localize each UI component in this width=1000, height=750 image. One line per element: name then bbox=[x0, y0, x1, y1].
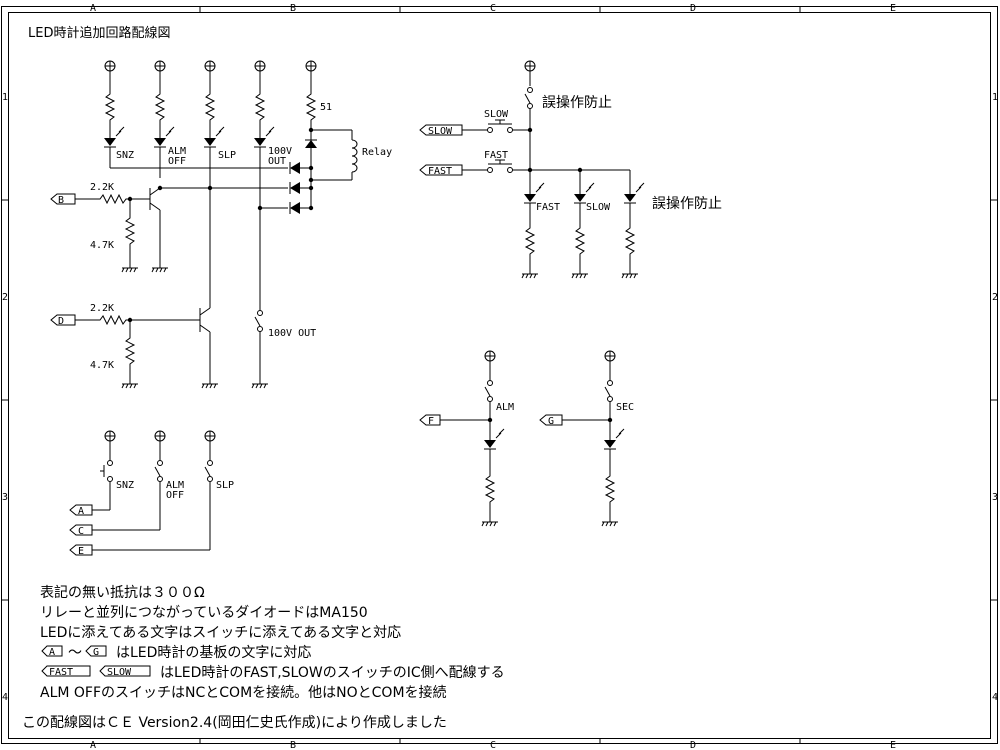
sw-snz-label: SNZ bbox=[116, 480, 134, 491]
r47k-2-label: 4.7K bbox=[90, 360, 114, 371]
row-1-right: 1 bbox=[992, 92, 998, 103]
row-4-left: 4 bbox=[2, 692, 8, 703]
svg-text:G: G bbox=[548, 416, 554, 427]
led-slp-label: SLP bbox=[218, 150, 236, 161]
svg-text:～: ～ bbox=[68, 645, 82, 661]
col-d-bottom: D bbox=[690, 740, 696, 750]
led-slow-label: SLOW bbox=[586, 202, 611, 213]
note-3: LEDに添えてある文字はスイッチに添えてある文字と対応 bbox=[40, 625, 401, 641]
svg-text:FAST: FAST bbox=[49, 667, 73, 678]
sw-fast-label: FAST bbox=[484, 150, 508, 161]
svg-text:A: A bbox=[49, 647, 55, 658]
svg-text:SLOW: SLOW bbox=[107, 667, 132, 678]
col-e-top: E bbox=[890, 3, 896, 14]
svg-text:F: F bbox=[428, 416, 434, 427]
row-3-right: 3 bbox=[992, 492, 998, 503]
connector-d: D bbox=[50, 314, 76, 327]
row-1-left: 1 bbox=[2, 92, 8, 103]
frame-inner bbox=[8, 12, 991, 739]
connector-f: F bbox=[419, 414, 441, 427]
svg-text:C: C bbox=[78, 526, 84, 537]
guard-label-2: 誤操作防止 bbox=[652, 196, 722, 212]
connector-b: B bbox=[50, 193, 76, 206]
led-fast-label: FAST bbox=[536, 202, 560, 213]
connector-a: A bbox=[69, 504, 93, 517]
note-1: 表記の無い抵抗は３００Ω bbox=[40, 584, 205, 601]
led-snz-label: SNZ bbox=[116, 150, 134, 161]
led-off-label: OFF bbox=[168, 156, 186, 167]
sw-alm-label: ALM bbox=[166, 480, 184, 491]
col-a-top: A bbox=[90, 3, 96, 14]
note-2: リレーと並列につながっているダイオードはMA150 bbox=[40, 605, 368, 621]
col-c-top: C bbox=[490, 3, 496, 14]
alm-label: ALM bbox=[496, 402, 514, 413]
r22k-2-label: 2.2K bbox=[90, 303, 114, 314]
led-out-label: OUT bbox=[268, 156, 286, 167]
footer-note: この配線図はＣＥ Version2.4(岡田仁史氏作成)により作成しました bbox=[22, 715, 447, 731]
svg-text:はLED時計の基板の文字に対応: はLED時計の基板の文字に対応 bbox=[116, 644, 311, 661]
svg-text:G: G bbox=[93, 647, 99, 658]
border-ticks bbox=[1, 6, 998, 744]
connector-g: G bbox=[539, 414, 563, 427]
note-5: FAST SLOW はLED時計のFAST,SLOWのスイッチのIC側へ配線する bbox=[41, 665, 505, 681]
led-alm-label: ALM bbox=[168, 146, 186, 157]
svg-text:SLOW: SLOW bbox=[428, 126, 453, 137]
svg-text:はLED時計のFAST,SLOWのスイッチのIC側へ配線する: はLED時計のFAST,SLOWのスイッチのIC側へ配線する bbox=[160, 665, 505, 681]
r47k-1-label: 4.7K bbox=[90, 240, 114, 251]
connector-fast: FAST bbox=[419, 164, 463, 177]
connector-slow: SLOW bbox=[419, 124, 463, 137]
relay-label: Relay bbox=[362, 147, 392, 158]
svg-text:A: A bbox=[78, 506, 84, 517]
note-4: A ～ G はLED時計の基板の文字に対応 bbox=[41, 644, 311, 661]
frame-outer bbox=[1, 6, 998, 744]
note-6: ALM OFFのスイッチはNCとCOMを接続。他はNOとCOMを接続 bbox=[40, 684, 447, 701]
svg-text:B: B bbox=[58, 195, 64, 206]
sw-off-label: OFF bbox=[166, 490, 184, 501]
col-e-bottom: E bbox=[890, 740, 896, 750]
row-2-left: 2 bbox=[2, 292, 8, 303]
col-b-top: B bbox=[290, 3, 296, 14]
col-d-top: D bbox=[690, 3, 696, 14]
guard-label-1: 誤操作防止 bbox=[542, 95, 612, 111]
row-2-right: 2 bbox=[992, 292, 998, 303]
alm-sec-circuit bbox=[440, 350, 625, 527]
fast-slow-circuit bbox=[462, 60, 645, 279]
sw-slow-label: SLOW bbox=[484, 109, 509, 120]
r51-label: 51 bbox=[320, 102, 332, 113]
col-c-bottom: C bbox=[490, 740, 496, 750]
switch-group bbox=[92, 430, 216, 551]
svg-text:E: E bbox=[78, 546, 84, 557]
svg-text:FAST: FAST bbox=[428, 166, 452, 177]
connector-c: C bbox=[69, 524, 93, 537]
svg-text:D: D bbox=[58, 316, 64, 327]
sec-label: SEC bbox=[616, 402, 634, 413]
connector-e: E bbox=[69, 544, 93, 557]
diagram-title: LED時計追加回路配線図 bbox=[28, 25, 170, 41]
sw-slp-label: SLP bbox=[216, 480, 234, 491]
row-4-right: 4 bbox=[992, 692, 998, 703]
col-a-bottom: A bbox=[90, 740, 96, 750]
out-100v-label: 100V OUT bbox=[268, 328, 316, 339]
col-b-bottom: B bbox=[290, 740, 296, 750]
led-branches bbox=[75, 60, 358, 389]
led-100v-label: 100V bbox=[268, 146, 292, 157]
row-3-left: 3 bbox=[2, 492, 8, 503]
r22k-1-label: 2.2K bbox=[90, 182, 114, 193]
